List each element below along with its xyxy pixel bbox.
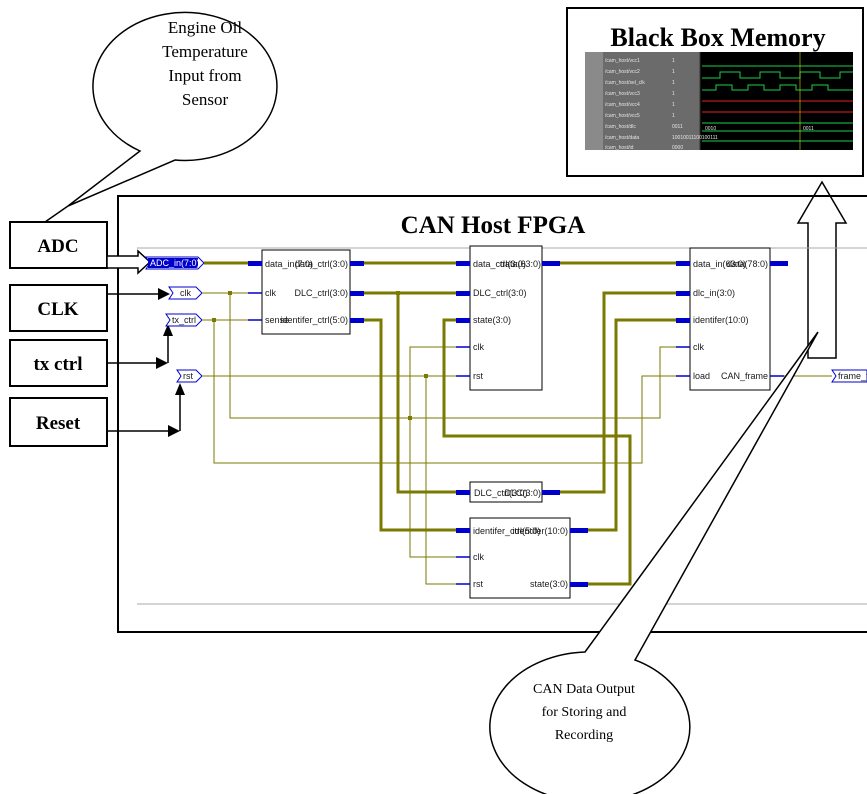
wave-dlc-2: 0011 [803, 126, 814, 132]
frame-out-1: CAN_frame [721, 371, 768, 381]
signal-9: /cam_host/id [605, 145, 634, 151]
port-tx-ctrl: tx_ctrl [165, 313, 203, 327]
arrow-clk [107, 288, 170, 300]
id-in-2: rst [473, 579, 483, 589]
sense-out-2: identifer_ctrl(5:0) [280, 315, 348, 325]
frame-in-1: dlc_in(3:0) [693, 288, 735, 298]
port-rst: rst [176, 369, 203, 383]
signal-5: /cam_host/vcc4 [605, 102, 640, 108]
callout-oil-temperature: Engine Oil Temperature Input from Sensor [67, 11, 278, 207]
id-in-0: identifer_ctrl(5:0) [473, 526, 541, 536]
signal-4: /cam_host/vcc3 [605, 91, 640, 97]
port-clk-label: clk [180, 288, 191, 298]
port-clk: clk [168, 286, 203, 300]
callout-top-line-2: Temperature [162, 42, 248, 61]
dlc-out-0: DLC(3:0) [504, 488, 541, 498]
input-reset-label: Reset [36, 413, 81, 434]
port-adc-in-label: ADC_in(7:0) [150, 258, 200, 268]
id-out-0: identifer(10:0) [512, 526, 568, 536]
input-tx-ctrl: tx ctrl [9, 339, 108, 387]
block-frame: data_in(63:0) dlc_in(3:0) identifer(10:0… [676, 247, 788, 391]
arrow-adc [106, 249, 152, 275]
port-frame-out-label: frame_t [838, 371, 867, 381]
block-dlc: DLC_ctrl(3:0) DLC(3:0) [456, 481, 560, 503]
data-in-0: data_ctrl(3:0) [473, 259, 526, 269]
arrow-tx-ctrl [107, 324, 173, 369]
frame-in-4: load [693, 371, 710, 381]
frame-in-2: identifer(10:0) [693, 315, 749, 325]
value-3: 1 [672, 80, 675, 86]
sense-in-0: data_in(7:0) [265, 259, 313, 269]
signal-8: /cam_host/data [605, 135, 639, 141]
sense-in-1: clk [265, 288, 276, 298]
callout-can-output: CAN Data Output for Storing and Recordin… [489, 331, 819, 794]
block-sense: data_in(7:0) clk sense data_ctrl(3:0) DL… [248, 249, 364, 335]
data-in-1: DLC_ctrl(3:0) [473, 288, 527, 298]
callout-bottom-line-3: Recording [555, 728, 613, 743]
id-in-1: clk [473, 552, 484, 562]
sense-out-0: data_ctrl(3:0) [295, 259, 348, 269]
input-clk-label: CLK [37, 299, 78, 320]
input-adc-label: ADC [37, 236, 78, 257]
value-7: 0011 [672, 124, 683, 130]
sense-out-1: DLC_ctrl(3:0) [294, 288, 348, 298]
port-rst-label: rst [183, 371, 193, 381]
callout-bottom-line-1: CAN Data Output [533, 682, 635, 697]
arrow-reset [107, 383, 185, 437]
signal-6: /cam_host/vcc5 [605, 113, 640, 119]
port-adc-in: ADC_in(7:0) [145, 256, 205, 270]
id-out-1: state(3:0) [530, 579, 568, 589]
input-reset: Reset [9, 397, 108, 447]
input-clk: CLK [9, 284, 108, 332]
block-data: data_ctrl(3:0) DLC_ctrl(3:0) state(3:0) … [456, 245, 560, 391]
signal-7: /cam_host/dlc [605, 124, 636, 130]
wave-dlc-1: 0010 [705, 126, 716, 132]
input-tx-ctrl-label: tx ctrl [33, 354, 82, 375]
value-6: 1 [672, 113, 675, 119]
black-box-memory: Black Box Memory /cam_host/vcc1 /cam_hos… [566, 7, 864, 177]
data-in-3: clk [473, 342, 484, 352]
signal-3: /cam_host/sel_clk [605, 80, 645, 86]
value-5: 1 [672, 102, 675, 108]
signal-1: /cam_host/vcc1 [605, 58, 640, 64]
value-9: 0000 [672, 145, 683, 151]
signal-2: /cam_host/vcc2 [605, 69, 640, 75]
wires [202, 261, 832, 586]
memory-title: Black Box Memory [610, 23, 825, 52]
value-8: 10010011100100111 [672, 135, 718, 141]
value-1: 1 [672, 58, 675, 64]
callout-bottom-line-2: for Storing and [542, 705, 627, 720]
data-in-4: rst [473, 371, 483, 381]
value-4: 1 [672, 91, 675, 97]
data-in-2: state(3:0) [473, 315, 511, 325]
value-2: 1 [672, 69, 675, 75]
port-frame-out: frame_t [831, 369, 867, 383]
memory-write-arrow [796, 180, 848, 359]
input-adc: ADC [9, 221, 108, 269]
waveform-viewer: /cam_host/vcc1 /cam_host/vcc2 /cam_host/… [585, 52, 853, 151]
frame-in-0: data_in(63:0) [693, 259, 746, 269]
callout-top-line-4: Sensor [182, 90, 229, 109]
frame-out-0: data(78:0) [727, 259, 768, 269]
data-out-0: data(63:0) [500, 259, 541, 269]
callout-top-line-1: Engine Oil [168, 18, 242, 37]
dlc-in-0: DLC_ctrl(3:0) [474, 488, 528, 498]
fpga-title: CAN Host FPGA [401, 212, 586, 239]
block-identifier: identifer_ctrl(5:0) clk rst identifer(10… [456, 517, 588, 599]
frame-in-3: clk [693, 342, 704, 352]
port-tx-ctrl-label: tx_ctrl [172, 315, 196, 325]
callout-top-line-3: Input from [168, 66, 241, 85]
sense-in-2: sense [265, 315, 289, 325]
